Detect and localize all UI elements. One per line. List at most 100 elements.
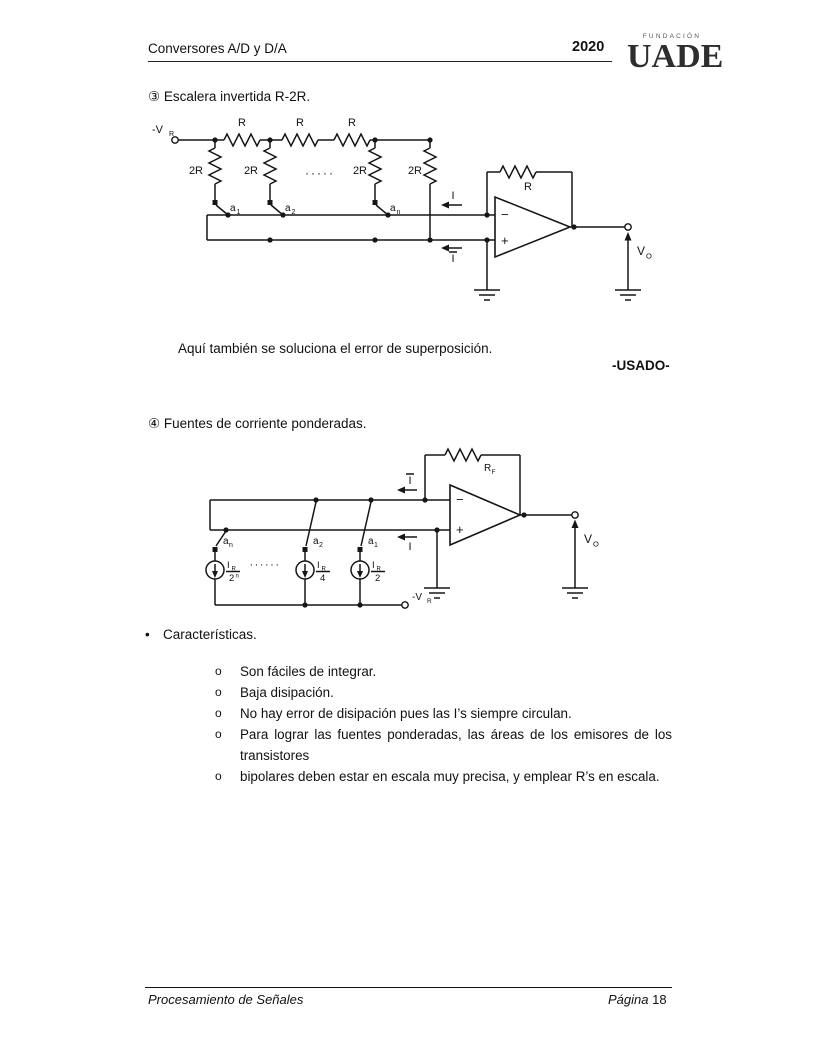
switch-label-sub: 1	[237, 209, 241, 216]
current-arrow-top: I	[397, 473, 417, 494]
source-current-label: I	[227, 560, 230, 571]
ground-icon	[424, 530, 450, 599]
current-label: I	[408, 475, 411, 487]
resistor-label: R	[348, 117, 356, 129]
circle-marker-icon: o	[215, 685, 222, 699]
current-arrow-bottom: I	[397, 533, 417, 553]
vref-terminal	[401, 601, 409, 609]
series-resistor-3: R	[333, 117, 371, 148]
bottom-rail	[214, 579, 402, 608]
circle-marker-icon: o	[215, 664, 222, 678]
source-current-label-sub: R	[232, 567, 237, 573]
switch-label: a	[285, 203, 291, 214]
bus-rails	[209, 499, 450, 531]
vref-terminal	[171, 136, 179, 144]
current-arrow-top: I	[441, 190, 462, 209]
list-item: o No hay error de disipación pues las I’…	[215, 703, 672, 724]
list-item: o bipolares deben estar en escala muy pr…	[215, 766, 672, 787]
features-heading: •Características.	[145, 627, 257, 642]
header-rule	[148, 61, 612, 62]
shunt-resistor-4: 2R	[408, 140, 438, 240]
resistor-label: 2R	[353, 165, 367, 177]
current-label: I	[451, 253, 454, 265]
logo-foundation-text: FUNDACIÓN	[642, 33, 702, 40]
source-denominator: 4	[320, 573, 325, 584]
ground-icon	[562, 587, 588, 599]
source-current-label: I	[317, 560, 320, 571]
junction-dot	[571, 224, 577, 230]
vref-label-sub: R	[427, 598, 432, 605]
switch-an: a n	[212, 527, 233, 561]
vout-label: V	[584, 532, 592, 546]
current-label: I	[408, 541, 411, 553]
list-item: o Para lograr las fuentes ponderadas, la…	[215, 724, 672, 766]
list-item-text: Son fáciles de integrar.	[240, 664, 377, 679]
continuation-dots: ······	[250, 559, 281, 571]
source-denominator-sup: n	[236, 574, 239, 580]
switch-label: a	[368, 536, 374, 547]
footer-page: Página 18	[608, 992, 667, 1007]
r2r-ladder-circuit-diagram: -V R R R R 2R 2R 2R	[152, 117, 652, 301]
opamp: − +	[494, 195, 573, 259]
features-title-text: Características.	[163, 627, 257, 642]
footer-course-title: Procesamiento de Señales	[148, 992, 304, 1007]
switch-label: a	[230, 203, 236, 214]
resistor-label: 2R	[408, 165, 422, 177]
continuation-dots: ·····	[305, 166, 335, 180]
ladder-note: Aquí también se soluciona el error de su…	[178, 341, 493, 356]
doc-title: Conversores A/D y D/A	[148, 41, 287, 56]
opamp-plus-label: +	[501, 233, 509, 248]
section-sources-heading: ④ Fuentes de corriente ponderadas.	[148, 416, 367, 431]
junction-dot	[427, 237, 433, 243]
resistor-label: R	[484, 463, 491, 474]
opamp-minus-label: −	[456, 492, 464, 507]
junction-dot	[372, 237, 378, 243]
resistor-label: R	[524, 181, 532, 193]
switch-label-sub: n	[397, 209, 401, 216]
junction-dot	[422, 497, 428, 503]
circle-marker-icon: o	[215, 769, 222, 783]
features-list: o Son fáciles de integrar. o Baja disipa…	[215, 661, 672, 787]
series-resistor-1: R	[223, 117, 261, 148]
current-source-n: I R 2 n	[205, 560, 240, 584]
vout-label: V	[637, 244, 645, 258]
source-denominator: 2	[375, 573, 380, 584]
usado-label: -USADO-	[612, 358, 670, 373]
footer-rule	[145, 987, 672, 988]
vout-arrow: V O	[571, 519, 599, 588]
ground-icon	[474, 240, 500, 301]
current-arrow-bottom: I	[441, 244, 462, 265]
shunt-resistor-1: 2R	[189, 140, 223, 200]
vref-label-sub: R	[169, 131, 174, 138]
current-sources-circuit-diagram: R F I I − +	[205, 447, 599, 609]
shunt-resistor-2: 2R	[244, 140, 278, 200]
list-item-text: Para lograr las fuentes ponderadas, las …	[240, 727, 672, 763]
feedback-resistor: R	[486, 164, 573, 227]
resistor-label: R	[296, 117, 304, 129]
list-item-text: bipolares deben estar en escala muy prec…	[240, 769, 660, 784]
source-current-label-sub: R	[322, 567, 327, 573]
switch-label: a	[390, 203, 396, 214]
switch-label-sub: 1	[374, 542, 378, 549]
switch-a1: a 1	[357, 497, 378, 561]
list-item: o Son fáciles de integrar.	[215, 661, 672, 682]
switch-label: a	[223, 536, 229, 547]
vout-label-sub: O	[646, 252, 652, 261]
opamp-minus-label: −	[501, 207, 509, 222]
list-item-text: No hay error de disipación pues las I’s …	[240, 706, 572, 721]
source-denominator: 2	[229, 573, 234, 584]
switch-a2: a 2	[302, 497, 323, 561]
vref-label: -V	[152, 124, 164, 136]
bus-rails	[206, 214, 495, 241]
current-source-1: I R 2	[350, 560, 385, 584]
ground-icon	[615, 289, 641, 301]
opamp: − +	[449, 483, 523, 547]
shunt-resistor-3: 2R	[353, 140, 383, 200]
resistor-label: 2R	[244, 165, 258, 177]
vref-label: -V	[412, 592, 422, 603]
switch-label-sub: n	[229, 542, 233, 549]
switch-label-sub: 2	[319, 542, 323, 549]
current-label: I	[451, 190, 454, 202]
resistor-label: 2R	[189, 165, 203, 177]
